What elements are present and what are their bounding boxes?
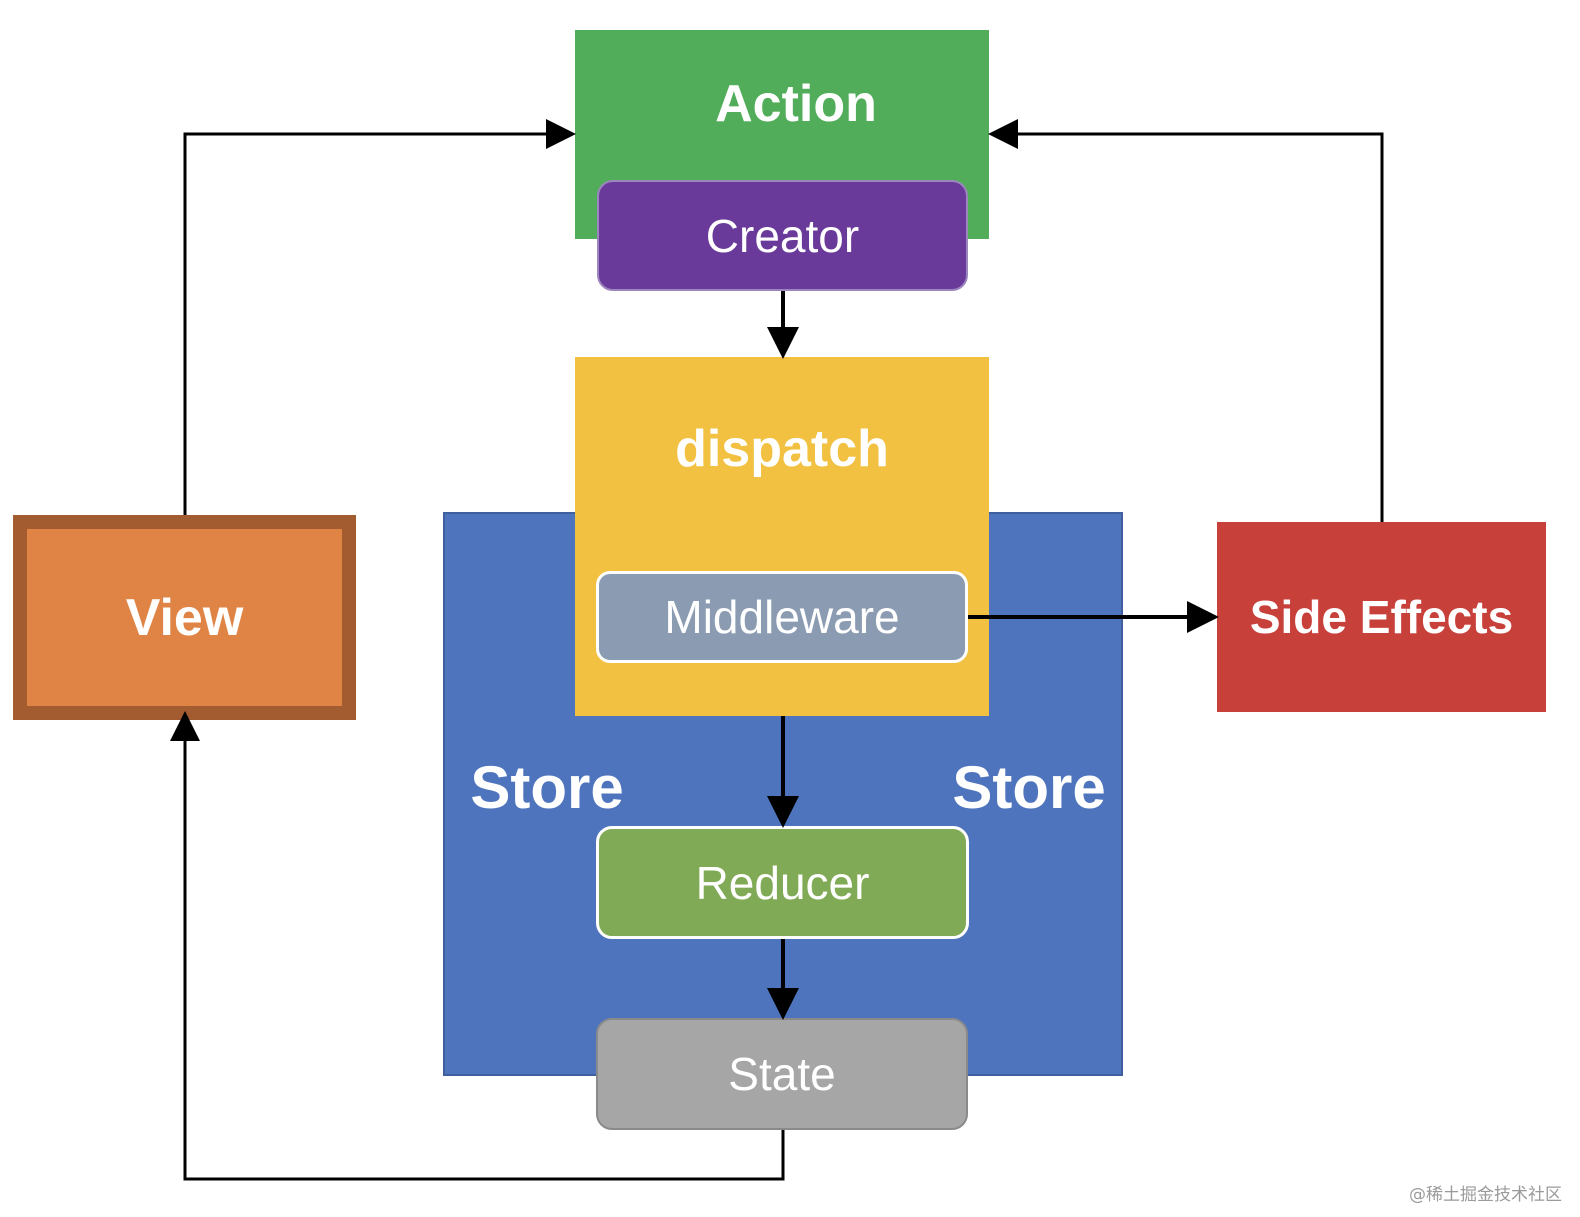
side-effects-node: Side Effects <box>1217 522 1546 712</box>
store-label-right: Store <box>952 753 1106 821</box>
reducer-label: Reducer <box>695 856 870 909</box>
creator-label: Creator <box>705 209 860 262</box>
creator-node: Creator <box>597 180 968 291</box>
edge-state-to-view <box>170 711 785 1181</box>
side-effects-label: Side Effects <box>1249 591 1514 643</box>
watermark: @稀土掘金技术社区 <box>1409 1185 1562 1205</box>
middleware-node: Middleware <box>596 571 968 663</box>
dispatch-label: dispatch <box>675 420 889 478</box>
reducer-node: Reducer <box>596 826 969 939</box>
view-node: View <box>13 515 356 720</box>
action-label: Action <box>715 75 877 133</box>
edge-view-to-action <box>183 119 576 515</box>
store-label-left: Store <box>470 753 624 821</box>
edge-side-effects-to-action <box>988 119 1384 522</box>
state-node: State <box>596 1018 968 1130</box>
state-label: State <box>728 1048 836 1100</box>
middleware-label: Middleware <box>664 591 900 643</box>
view-label: View <box>125 588 244 647</box>
